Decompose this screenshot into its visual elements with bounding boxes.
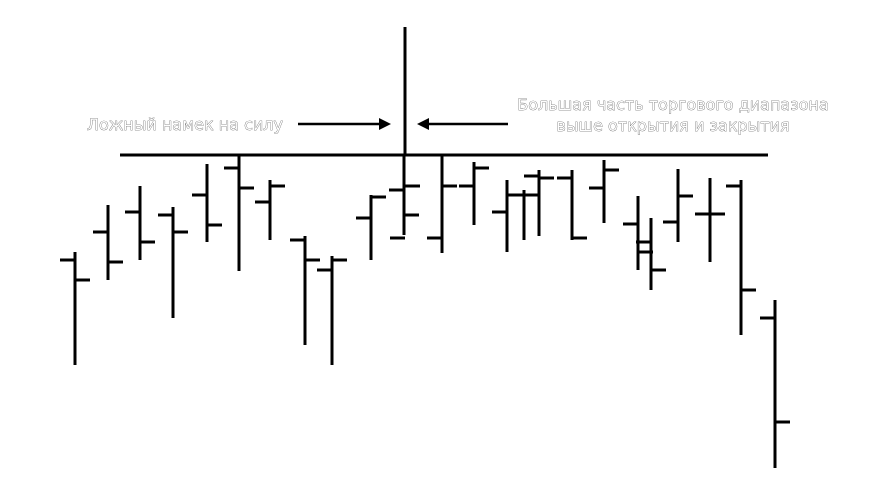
ohlc-bar [760,300,790,468]
ohlc-bar [524,170,554,236]
annotation-false-strength: Ложный намек на силу [87,115,283,134]
ohlc-bar [255,180,285,240]
ohlc-bar [389,156,419,235]
ohlc-bar [93,205,123,280]
ohlc-bar [427,154,457,253]
ohlc-bar [492,180,522,252]
ohlc-bar [290,236,320,345]
ohlc-bar [317,256,347,365]
annotation-range-line-2: выше открытия и закрытия [556,116,789,135]
ohlc-bar [125,186,155,260]
ohlc-bar [158,207,188,318]
ohlc-bar [636,218,666,290]
ohlc-bar [192,164,222,242]
ohlc-bar [663,169,693,242]
bars-layer [60,154,790,468]
ohlc-bar [623,196,653,270]
ohlc-bar [695,178,725,262]
ohlc-bar [557,170,587,240]
pivot-bar-ticks [390,184,420,240]
ohlc-bar [224,156,254,271]
arrow-left-head [417,118,429,130]
ohlc-bar [509,190,539,240]
ohlc-bar [459,162,489,225]
ohlc-bar [356,195,386,260]
ohlc-bar [589,160,619,223]
annotation-range-line-1: Большая часть торгового диапазона [517,95,829,114]
arrow-right-head [379,118,391,130]
ohlc-bar [60,252,90,365]
ohlc-bar [726,180,756,335]
